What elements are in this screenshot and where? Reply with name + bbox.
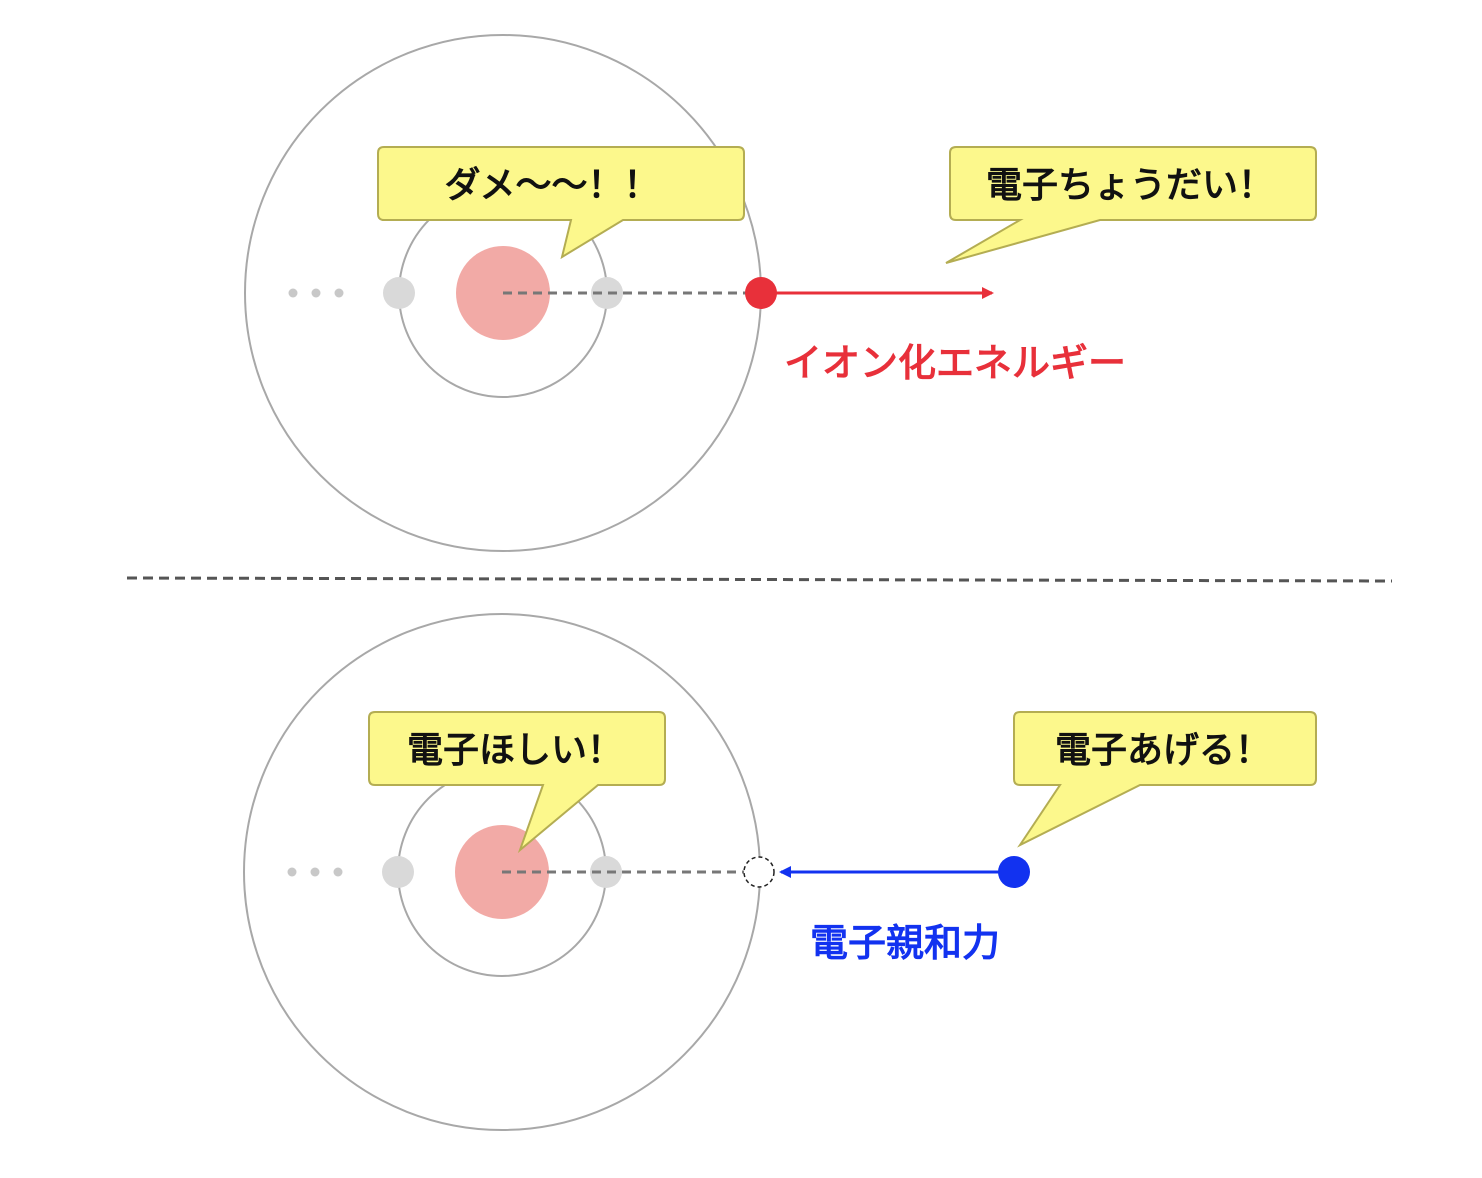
outside-speech-text: 電子あげる！ bbox=[1055, 730, 1271, 771]
ellipsis-dot bbox=[311, 288, 321, 298]
nucleus-speech-text: 電子ほしい！ bbox=[407, 730, 623, 771]
incoming-electron bbox=[998, 856, 1030, 888]
ellipsis-dot bbox=[287, 867, 297, 877]
inner-electron bbox=[383, 277, 415, 309]
ellipsis-dot bbox=[310, 867, 320, 877]
section-divider bbox=[126, 576, 1393, 583]
outside-speech-text: 電子ちょうだい！ bbox=[986, 165, 1274, 206]
inner-electron bbox=[590, 856, 622, 888]
ellipsis-dot bbox=[334, 288, 344, 298]
ionization-energy-label: イオン化エネルギー bbox=[784, 341, 1126, 385]
escaping-electron bbox=[745, 277, 777, 309]
inner-electron bbox=[382, 856, 414, 888]
top-panel: ダメ〜〜！！ 電子ちょうだい！ イオン化エネルギー bbox=[244, 34, 1317, 552]
electron-affinity-label: 電子親和力 bbox=[810, 921, 1000, 965]
speech-bubble bbox=[1013, 711, 1317, 848]
speech-bubble bbox=[377, 146, 745, 260]
nucleus-speech-text: ダメ〜〜！！ bbox=[445, 165, 660, 206]
ellipsis-dot bbox=[288, 288, 298, 298]
ellipsis-dot bbox=[333, 867, 343, 877]
speech-bubble bbox=[945, 146, 1317, 264]
inner-electron bbox=[591, 277, 623, 309]
bottom-panel: 電子ほしい！ 電子あげる！ 電子親和力 bbox=[243, 613, 1317, 1131]
vacant-electron-slot bbox=[743, 856, 775, 888]
speech-bubble bbox=[368, 711, 666, 854]
